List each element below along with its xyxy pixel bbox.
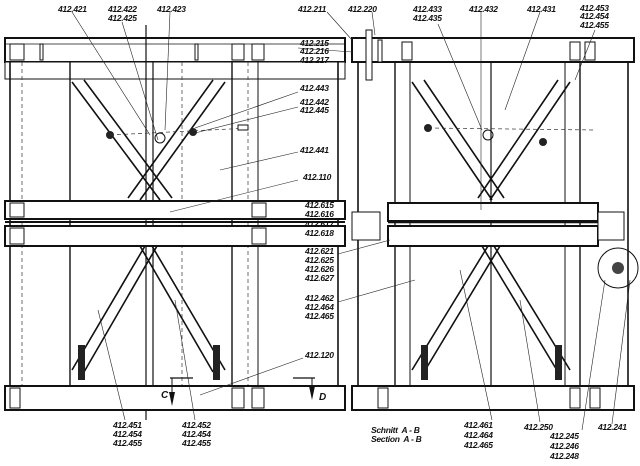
label-412-465: 412.465 [463,440,493,450]
label-412-433: 412.433 [412,4,442,14]
label-412-617: 412.617 [304,219,335,229]
label-412-220: 412.220 [347,4,377,14]
section-title-german: Schnitt A - B [371,425,420,435]
right-frame-section [351,29,639,411]
label-412-455: 412.455 [579,20,609,30]
label-412-432: 412.432 [468,4,498,14]
label-412-627: 412.627 [304,273,335,283]
label-412-464: 412.464 [463,430,493,440]
label-412-455: 412.455 [181,438,211,448]
label-412-423: 412.423 [156,4,186,14]
label-412-422: 412.422 [107,4,137,14]
label-412-626: 412.626 [304,264,334,274]
label-412-250: 412.250 [523,422,553,432]
label-412-454: 412.454 [181,429,211,439]
label-412-110: 412.110 [302,172,332,182]
label-412-120: 412.120 [304,350,334,360]
label-412-455: 412.455 [112,438,142,448]
label-412-461: 412.461 [463,420,493,430]
label-412-246: 412.246 [549,441,579,451]
leader-lines [71,11,631,431]
label-412-462: 412.462 [304,293,334,303]
label-412-441: 412.441 [299,145,329,155]
label-412-618: 412.618 [304,228,334,238]
label-412-245: 412.245 [549,431,579,441]
label-412-616: 412.616 [304,209,334,219]
label-412-621: 412.621 [304,246,334,256]
part-labels: 412.421 412.422 412.425 412.423 412.211 … [57,3,627,461]
label-412-443: 412.443 [299,83,329,93]
section-marker-c: C [161,390,169,401]
label-412-211: 412.211 [297,4,327,14]
section-marker-d: D [319,392,326,403]
label-412-216: 412.216 [299,46,329,56]
label-412-625: 412.625 [304,255,334,265]
label-412-445: 412.445 [299,105,329,115]
section-title-english: Section A - B [371,434,422,444]
label-412-421: 412.421 [57,4,87,14]
label-412-454: 412.454 [579,11,609,21]
left-frame-view [4,25,346,420]
label-412-453: 412.453 [579,3,609,13]
label-412-615: 412.615 [304,200,334,210]
label-412-435: 412.435 [412,13,442,23]
label-412-442: 412.442 [299,97,329,107]
label-412-248: 412.248 [549,451,579,461]
label-412-451: 412.451 [112,420,142,430]
label-412-215: 412.215 [299,38,329,48]
label-412-217: 412.217 [299,55,330,65]
label-412-465: 412.465 [304,311,334,321]
label-412-452: 412.452 [181,420,211,430]
label-412-425: 412.425 [107,13,137,23]
label-412-454: 412.454 [112,429,142,439]
label-412-241: 412.241 [597,422,627,432]
label-412-464: 412.464 [304,302,334,312]
label-412-431: 412.431 [526,4,556,14]
